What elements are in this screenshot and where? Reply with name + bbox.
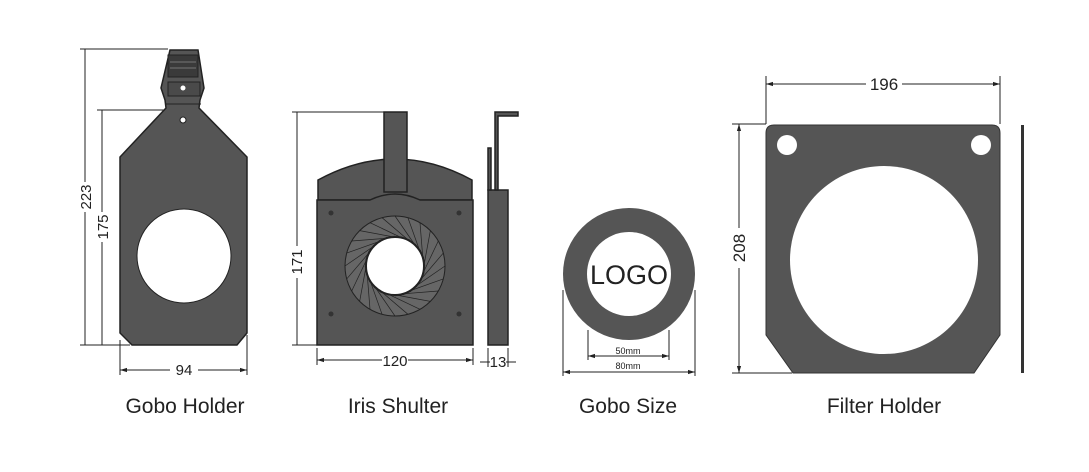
- caption-filter-holder: Filter Holder: [827, 395, 941, 418]
- caption-gobo-size: Gobo Size: [579, 395, 677, 418]
- gobo-size-drawing: LOGO 50mm 80mm: [562, 208, 696, 376]
- dim-filter-width: 196: [870, 75, 898, 94]
- caption-iris-shutter: Iris Shulter: [348, 395, 448, 418]
- dim-gobo-holder-width: 94: [176, 362, 193, 379]
- dim-iris-depth: 13: [490, 354, 507, 371]
- filter-holder-drawing: 196 208: [730, 75, 1024, 374]
- dim-gobo-inner: 50mm: [615, 346, 640, 356]
- gobo-holder-drawing: 223 175 94: [78, 48, 248, 379]
- dim-gobo-holder-total-height: 223: [78, 184, 95, 209]
- dim-gobo-outer: 80mm: [615, 361, 640, 371]
- dim-iris-height: 171: [289, 249, 306, 274]
- iris-shutter-drawing: 171 120 13: [289, 111, 519, 371]
- caption-gobo-holder: Gobo Holder: [125, 395, 244, 418]
- dim-gobo-holder-body-height: 175: [95, 214, 112, 239]
- gobo-logo: LOGO: [590, 260, 668, 290]
- dim-filter-height: 208: [730, 234, 749, 262]
- dim-iris-width: 120: [382, 353, 407, 370]
